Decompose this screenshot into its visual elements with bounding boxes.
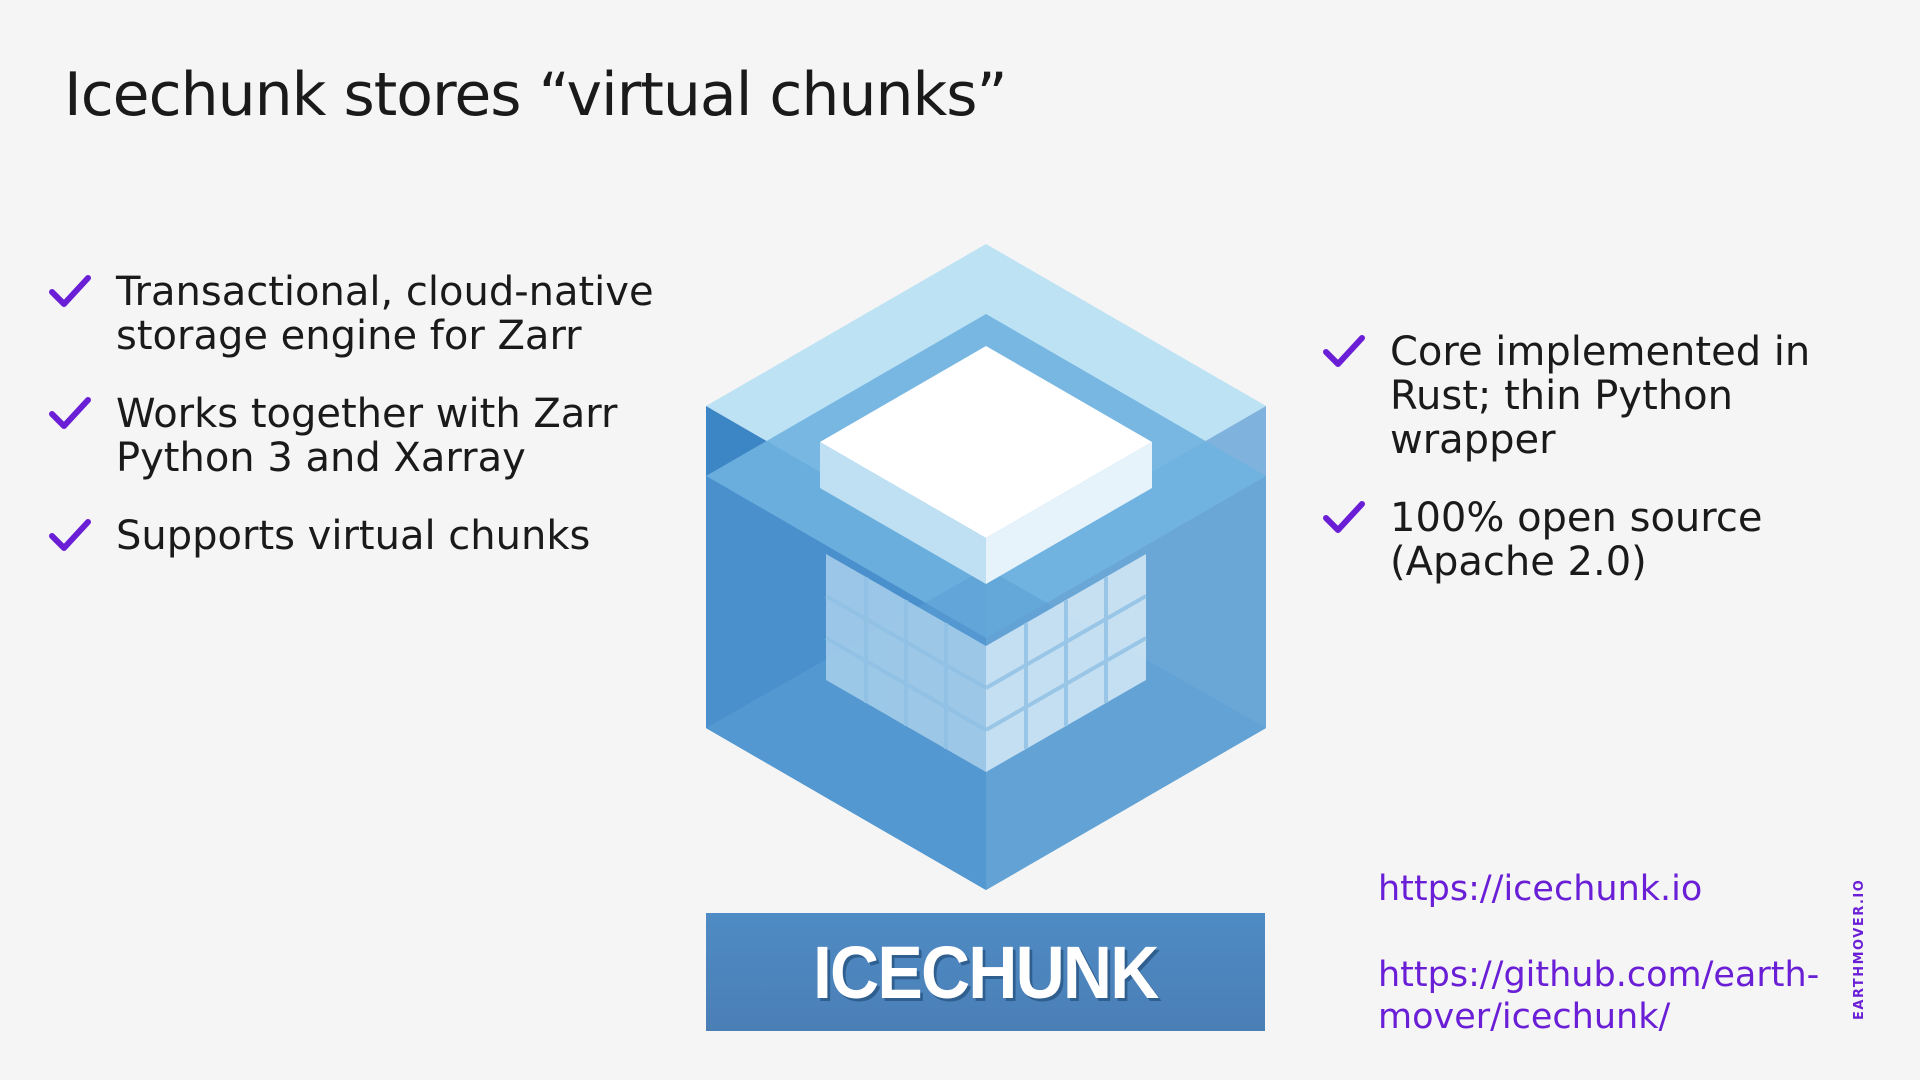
slide-title: Icechunk stores “virtual chunks” xyxy=(64,60,1008,130)
bullet-text: Works together with Zarr Python 3 and Xa… xyxy=(116,391,618,481)
bullet-text: 100% open source (Apache 2.0) xyxy=(1390,495,1763,585)
icechunk-cube-logo xyxy=(706,244,1266,890)
check-icon xyxy=(1322,498,1366,538)
check-icon xyxy=(1322,332,1366,372)
bullet-item: Supports virtual chunks xyxy=(48,514,668,558)
bullet-text: Transactional, cloud-native storage engi… xyxy=(116,269,654,359)
brand-text: ICECHUNK xyxy=(813,930,1159,1014)
check-icon xyxy=(48,516,92,556)
github-repo-link[interactable]: https://github.com/earth-mover/icechunk/ xyxy=(1378,955,1820,1037)
check-icon xyxy=(48,394,92,434)
bullet-text: Supports virtual chunks xyxy=(116,513,591,559)
icechunk-wordmark: ICECHUNK xyxy=(706,913,1265,1031)
check-icon xyxy=(48,272,92,312)
ice-left-face xyxy=(820,442,986,584)
right-bullet-list: Core implemented in Rust; thin Python wr… xyxy=(1322,330,1882,618)
bullet-item: Works together with Zarr Python 3 and Xa… xyxy=(48,392,668,480)
footer-brand: EARTHMOVER.IO xyxy=(1852,878,1867,1020)
icechunk-website-link[interactable]: https://icechunk.io xyxy=(1378,869,1703,909)
chunk-grid-lines xyxy=(825,577,1147,749)
left-bullet-list: Transactional, cloud-native storage engi… xyxy=(48,270,668,592)
bullet-item: 100% open source (Apache 2.0) xyxy=(1322,496,1882,584)
bullet-item: Transactional, cloud-native storage engi… xyxy=(48,270,668,358)
bullet-text: Core implemented in Rust; thin Python wr… xyxy=(1390,329,1811,463)
bullet-item: Core implemented in Rust; thin Python wr… xyxy=(1322,330,1882,462)
ice-right-face xyxy=(986,442,1152,584)
